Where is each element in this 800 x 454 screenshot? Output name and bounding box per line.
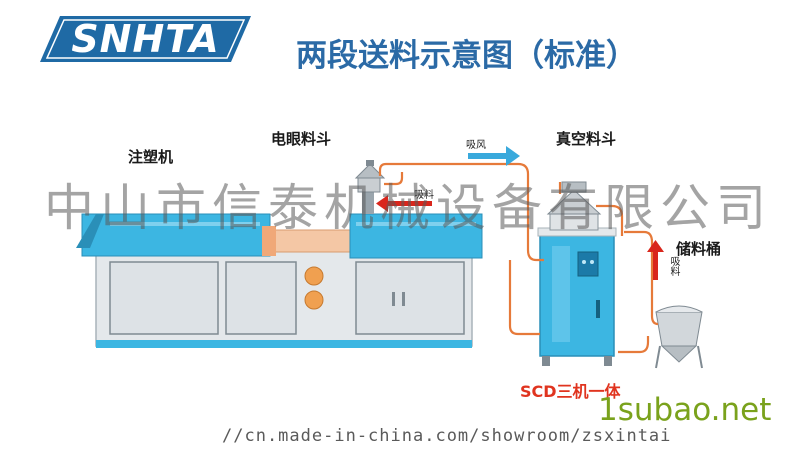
source-url: //cn.made-in-china.com/showroom/zsxintai [222,426,672,446]
watermark-site: 1subao.net [598,392,772,428]
label-suction-wind: 吸风 [466,140,486,151]
label-storage-bin: 储料桶 [676,240,722,258]
suction-material-arrow-top [376,195,432,212]
injection-machine [76,192,483,348]
eye-hopper [354,160,386,193]
logo-text: SNHTA [71,17,220,61]
label-injection-machine: 注塑机 [128,148,174,166]
suction-wind-arrow [468,146,520,166]
product-name: SCD三机一体 [520,382,621,401]
brand-logo: SNHTA [38,14,253,64]
logo-badge-shape [40,16,251,62]
label-suction-material-top: 吸料 [414,190,434,201]
suction-material-arrow-side [647,240,664,280]
watermark-company: 中山市信泰机械设备有限公司 [44,179,772,237]
label-suction-material-side: 吸料 [668,256,679,276]
material-pipes [378,162,659,354]
storage-bin [655,305,703,369]
label-vacuum-hopper: 真空料斗 [556,130,617,148]
scd-unit [537,181,617,366]
label-eye-hopper: 电眼料斗 [271,130,332,148]
diagram-title: 两段送料示意图（标准） [296,38,637,74]
